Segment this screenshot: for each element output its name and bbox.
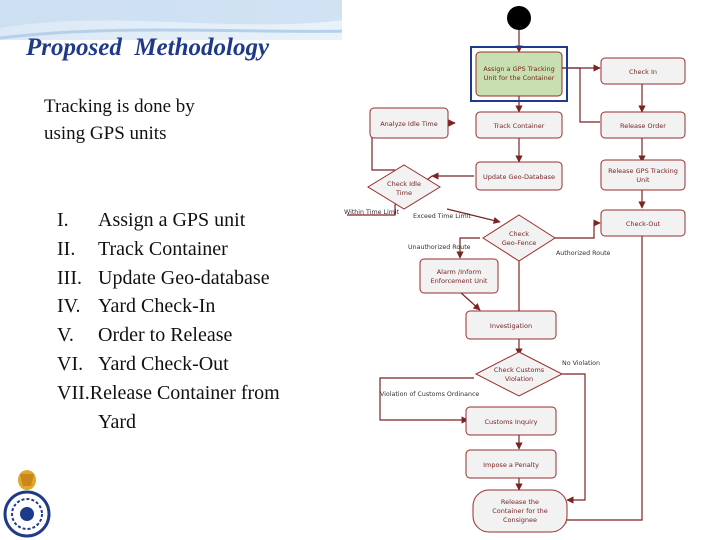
node-alarm: Alarm /Inform Enforcement Unit — [419, 258, 499, 294]
step-text: Track Container — [98, 237, 228, 260]
list-item-continuation: Yard — [57, 408, 280, 437]
intro-text: Tracking is done by using GPS units — [44, 93, 195, 147]
step-number: I. — [57, 209, 69, 231]
step-text: Yard — [98, 410, 136, 433]
edge-label: Within Time Limit — [344, 209, 400, 216]
list-item: VI. Yard Check-Out — [57, 350, 280, 379]
node-label: Violation — [505, 375, 533, 383]
node-label: Time — [395, 189, 412, 197]
list-item: IV. Yard Check-In — [57, 292, 280, 321]
slide-title: Proposed Methodology — [26, 34, 270, 61]
step-number: IV. — [57, 295, 81, 318]
node-label: Enforcement Unit — [431, 277, 488, 285]
node-label: Alarm /Inform — [437, 268, 482, 276]
node-label: Investigation — [490, 322, 532, 330]
edge-label: Violation of Customs Ordinance — [380, 391, 479, 398]
list-item: I. Assign a GPS unit — [57, 206, 280, 235]
node-check-in: Check In — [600, 57, 686, 85]
node-label: Check Idle — [387, 180, 421, 188]
node-check-idle-decision: Check Idle Time — [367, 164, 441, 210]
node-label: Check Customs — [494, 366, 545, 374]
list-item: VII.Release Container from — [57, 379, 280, 408]
steps-list: I. Assign a GPS unit II. Track Container I… — [57, 206, 280, 436]
step-text: Yard Check-Out — [98, 352, 229, 375]
node-label: Release GPS Tracking — [608, 167, 678, 175]
node-label: Check-Out — [626, 220, 661, 228]
node-label: Track Container — [493, 122, 545, 130]
node-label: Update Geo-Database — [483, 173, 555, 181]
node-label: Consignee — [503, 516, 537, 524]
step-text: Update Geo-database — [98, 266, 270, 289]
node-label: Release Order — [620, 122, 666, 130]
start-node — [507, 6, 531, 30]
node-check-out: Check-Out — [600, 209, 686, 237]
list-item: V. Order to Release — [57, 321, 280, 350]
step-text: Assign a GPS unit — [98, 209, 246, 231]
step-number: III. — [57, 266, 82, 289]
node-label: Geo-Fence — [502, 239, 537, 247]
node-impose-penalty: Impose a Penalty — [465, 449, 557, 479]
node-release-gps: Release GPS Tracking Unit — [600, 159, 686, 191]
node-label: Assign a GPS Tracking — [483, 65, 555, 73]
node-label: Check — [509, 230, 529, 238]
node-check-customs-decision: Check Customs Violation — [474, 351, 564, 397]
node-label: Impose a Penalty — [483, 461, 539, 469]
node-track-container: Track Container — [475, 111, 563, 139]
step-number: V. — [57, 324, 74, 347]
flowchart: Assign a GPS Tracking Unit for the Conta… — [342, 0, 720, 540]
step-number: VII. — [57, 381, 90, 404]
edge-label: No Violation — [562, 360, 600, 367]
node-update-geo: Update Geo-Database — [475, 161, 563, 191]
edge-label: Unauthorized Route — [408, 244, 471, 251]
step-number: II. — [57, 237, 76, 260]
node-label: Check In — [629, 68, 657, 76]
step-text: Order to Release — [98, 324, 233, 347]
intro-line: Tracking is done by — [44, 96, 195, 117]
node-check-geo-decision: Check Geo-Fence — [482, 214, 556, 262]
university-logo — [3, 470, 51, 538]
intro-line: using GPS units — [44, 123, 167, 144]
node-release-container: Release the Container for the Consignee — [472, 489, 568, 533]
edge-label: Exceed Time Limit — [413, 213, 471, 220]
node-release-order: Release Order — [600, 111, 686, 139]
node-label: Customs Inquiry — [485, 418, 538, 426]
node-analyze-idle: Analyze Idle Time — [369, 107, 449, 139]
step-text: Yard Check-In — [98, 295, 216, 318]
node-label: Container for the — [492, 507, 548, 515]
node-label: Analyze Idle Time — [380, 120, 438, 128]
node-customs-inquiry: Customs Inquiry — [465, 406, 557, 436]
edge-label: Authorized Route — [556, 250, 611, 257]
list-item: II. Track Container — [57, 235, 280, 264]
node-investigation: Investigation — [465, 310, 557, 340]
node-assign-gps: Assign a GPS Tracking Unit for the Conta… — [470, 46, 568, 102]
node-label: Release the — [501, 498, 539, 506]
node-label: Unit — [636, 176, 650, 184]
list-item: III. Update Geo-database — [57, 264, 280, 293]
step-text: Release Container from — [89, 381, 280, 404]
step-number: VI. — [57, 352, 84, 375]
node-label: Unit for the Container — [484, 74, 555, 82]
